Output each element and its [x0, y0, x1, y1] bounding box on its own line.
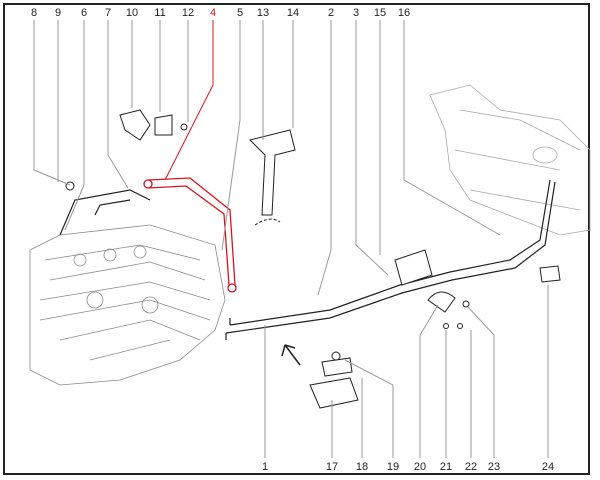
- callout-12[interactable]: 12: [181, 7, 195, 19]
- small-parts: [65, 109, 561, 409]
- callout-18[interactable]: 18: [355, 461, 369, 473]
- callout-16[interactable]: 16: [397, 7, 411, 19]
- leader-line-4: [164, 20, 214, 181]
- grommet-part-24: [539, 265, 561, 283]
- callout-11[interactable]: 11: [154, 7, 166, 19]
- callout-21[interactable]: 21: [439, 461, 453, 473]
- filter-part-15: [394, 249, 433, 286]
- callout-8[interactable]: 8: [30, 7, 38, 19]
- callout-24[interactable]: 24: [541, 461, 555, 473]
- leader-line-19: [344, 359, 394, 458]
- callout-4[interactable]: 4: [209, 7, 217, 19]
- callout-3[interactable]: 3: [352, 7, 360, 19]
- callout-7[interactable]: 7: [104, 7, 112, 19]
- banjo-part-9: [65, 181, 75, 191]
- leader-line-3: [355, 20, 389, 276]
- diagram-frame: [3, 3, 590, 475]
- bracket-part-10: [119, 109, 151, 141]
- screw-part-21: [443, 323, 449, 329]
- leader-line-8: [33, 20, 71, 186]
- support-part-13: [249, 129, 296, 216]
- callout-13[interactable]: 13: [256, 7, 270, 19]
- callout-2[interactable]: 2: [327, 7, 335, 19]
- callout-1[interactable]: 1: [261, 461, 269, 473]
- screw-part-22: [457, 323, 463, 329]
- leader-line-7: [107, 20, 129, 189]
- leader-line-23: [467, 306, 495, 458]
- callout-9[interactable]: 9: [54, 7, 62, 19]
- leader-lines: [33, 20, 549, 458]
- detail-arc: [254, 218, 281, 226]
- nut-part-23: [462, 300, 470, 308]
- nut-part-19: [331, 351, 341, 361]
- callout-14[interactable]: 14: [286, 7, 300, 19]
- clip-part-11: [154, 114, 173, 136]
- callout-20[interactable]: 20: [413, 461, 427, 473]
- leader-line-2: [317, 20, 332, 296]
- leader-line-16: [403, 20, 501, 236]
- engine-block: [29, 224, 226, 386]
- leader-line-6: [64, 20, 85, 231]
- fuel-pipes: [59, 179, 556, 340]
- bolt-part-12: [180, 123, 188, 131]
- leader-line-5: [221, 20, 241, 251]
- callout-5[interactable]: 5: [236, 7, 244, 19]
- callout-23[interactable]: 23: [487, 461, 501, 473]
- callout-6[interactable]: 6: [80, 7, 88, 19]
- direction-arrow: [281, 344, 301, 366]
- callout-15[interactable]: 15: [373, 7, 387, 19]
- fuel-tank: [429, 84, 591, 236]
- leader-line-20: [419, 304, 439, 458]
- clip-part-18: [321, 357, 353, 377]
- callout-19[interactable]: 19: [386, 461, 400, 473]
- callout-10[interactable]: 10: [125, 7, 139, 19]
- bracket-part-17: [309, 377, 359, 409]
- highlighted-pipe-part-4: [143, 177, 237, 293]
- callout-17[interactable]: 17: [325, 461, 339, 473]
- callout-22[interactable]: 22: [464, 461, 478, 473]
- clamp-part-20: [427, 291, 456, 313]
